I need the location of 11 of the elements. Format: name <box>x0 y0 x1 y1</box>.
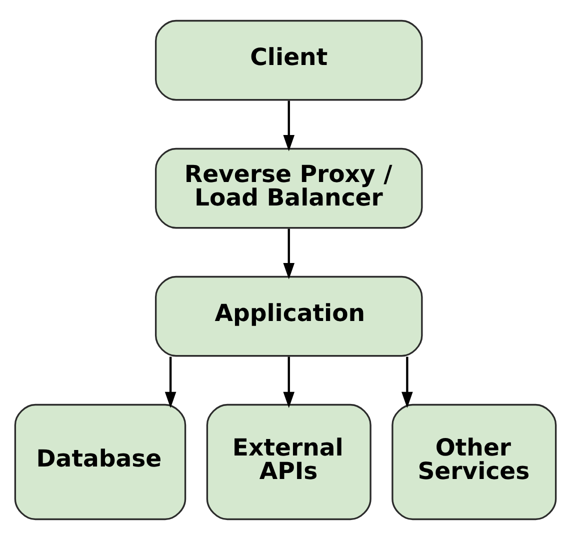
arrow <box>164 356 176 408</box>
arrow <box>283 356 295 408</box>
node-box: External APIs <box>206 403 372 520</box>
node-box: Reverse Proxy / Load Balancer <box>154 147 423 228</box>
arrow <box>402 356 413 408</box>
arrow <box>283 228 295 279</box>
node-box: Other Services <box>392 403 557 520</box>
node-box: Database <box>14 403 186 520</box>
arrow <box>283 100 295 151</box>
node-box: Client <box>154 19 423 100</box>
node-box: Application <box>154 275 423 356</box>
